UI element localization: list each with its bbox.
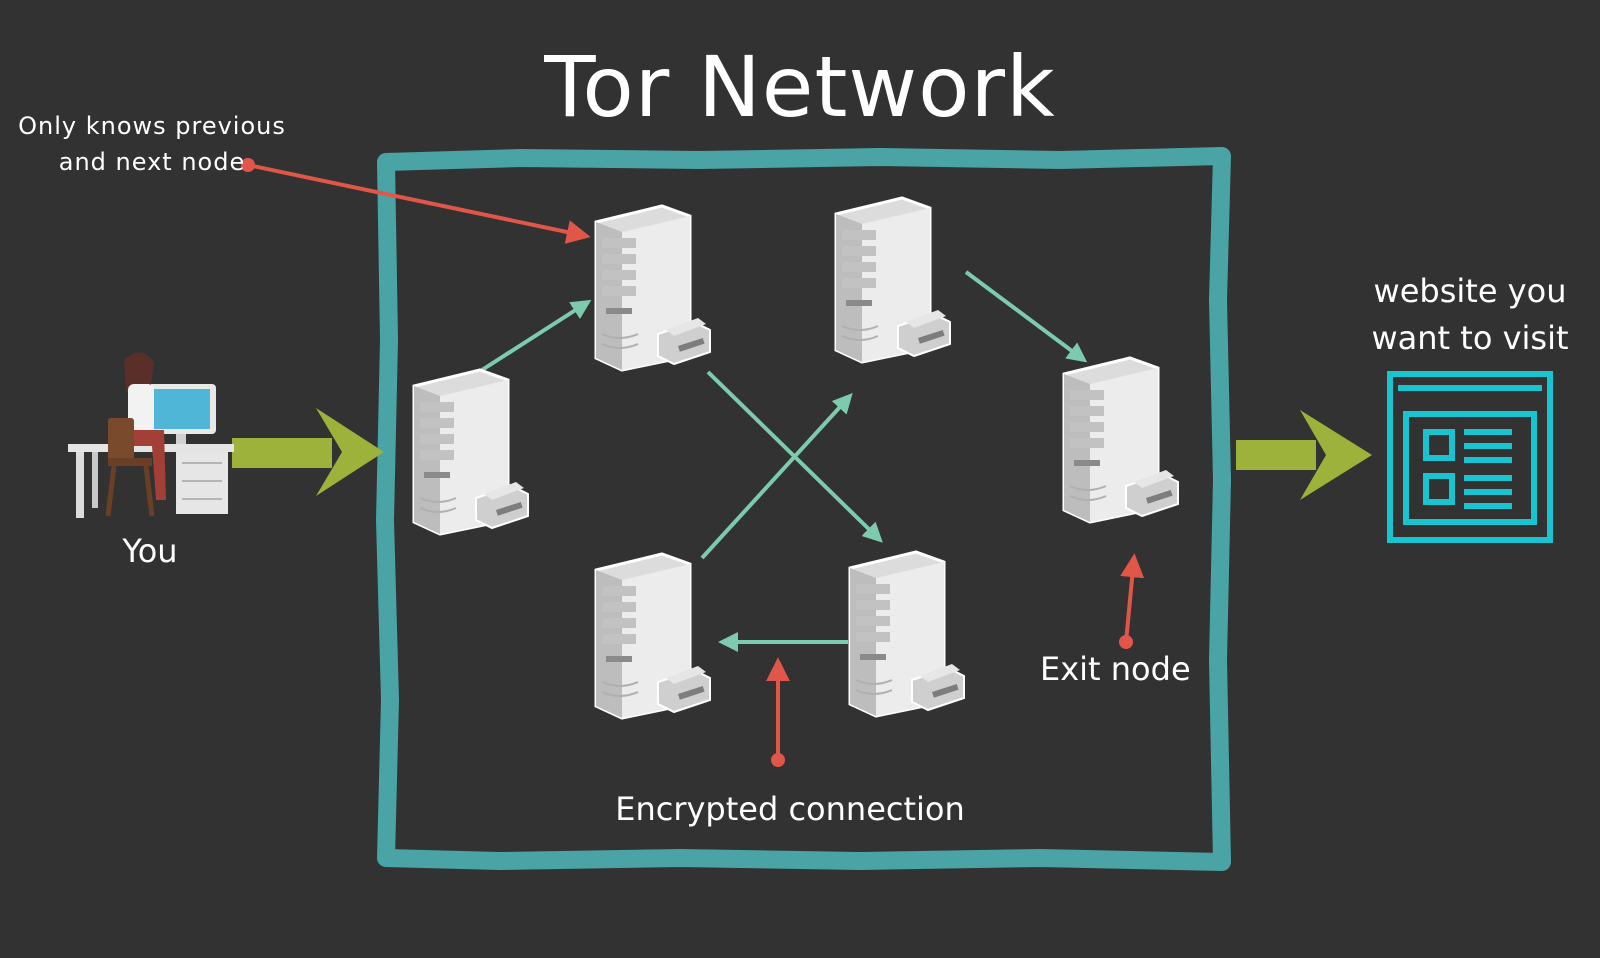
path-arrow bbox=[700, 393, 853, 560]
user-label: You bbox=[122, 532, 178, 570]
annotation-pointer bbox=[241, 158, 591, 244]
output-flow-arrow bbox=[1236, 410, 1372, 500]
exit-pointer bbox=[1119, 553, 1145, 649]
encrypted-pointer bbox=[766, 657, 790, 767]
destination-label: website you want to visit bbox=[1371, 272, 1569, 357]
input-flow-arrow bbox=[232, 408, 384, 496]
server-icon bbox=[412, 368, 530, 536]
server-icon bbox=[594, 552, 712, 720]
exit-node-label: Exit node bbox=[1040, 650, 1191, 688]
tor-network-border bbox=[376, 147, 1231, 871]
relay-path bbox=[480, 270, 1088, 652]
node-knowledge-note: Only knows previous and next node bbox=[18, 112, 286, 176]
path-arrow bbox=[964, 270, 1088, 363]
website-icon bbox=[1387, 371, 1553, 543]
person-at-desk-icon bbox=[68, 352, 234, 518]
server-icon bbox=[1062, 356, 1180, 524]
server-icon bbox=[848, 550, 966, 718]
page-title: Tor Network bbox=[544, 38, 1056, 136]
path-arrow bbox=[480, 299, 592, 372]
server-icon bbox=[834, 196, 952, 364]
encrypted-connection-label: Encrypted connection bbox=[615, 790, 965, 828]
server-icon bbox=[594, 204, 712, 372]
